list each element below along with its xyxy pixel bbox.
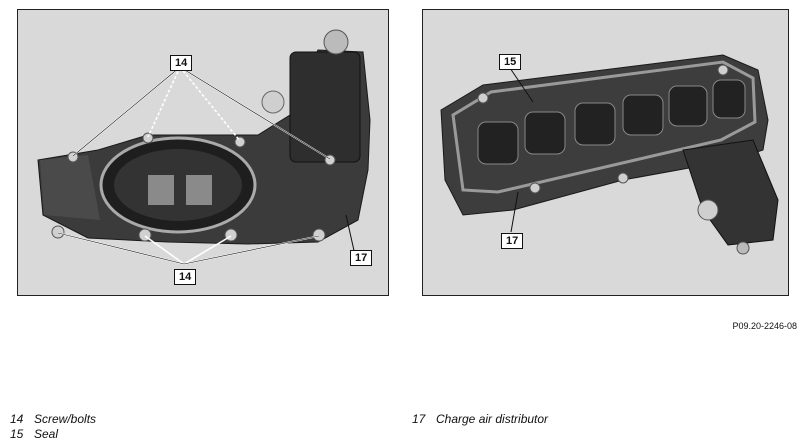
legend-item: 15 Seal — [10, 427, 58, 441]
legend-text: Charge air distributor — [436, 412, 549, 426]
callout-17-right: 17 — [501, 233, 524, 249]
legend-number: 17 — [412, 412, 426, 426]
figure-id: P09.20-2246-08 — [732, 321, 797, 331]
intake-manifold-bottom-view — [37, 29, 371, 265]
legend-number: 15 — [10, 427, 24, 441]
intake-manifold-top-view — [440, 54, 779, 255]
callout-14-top: 14 — [170, 55, 193, 71]
callout-17-left: 17 — [350, 250, 373, 266]
legend-item: 14 Screw/bolts — [10, 412, 96, 426]
legend-item: 17 Charge air distributor — [412, 412, 548, 426]
legend-text: Screw/bolts — [34, 412, 97, 426]
left-photo: 14 14 17 — [17, 9, 389, 296]
callout-15-right: 15 — [499, 54, 522, 70]
callout-14-bottom: 14 — [174, 269, 197, 285]
right-photo: 15 17 — [422, 9, 789, 296]
legend-number: 14 — [10, 412, 24, 426]
legend-text: Seal — [34, 427, 59, 441]
